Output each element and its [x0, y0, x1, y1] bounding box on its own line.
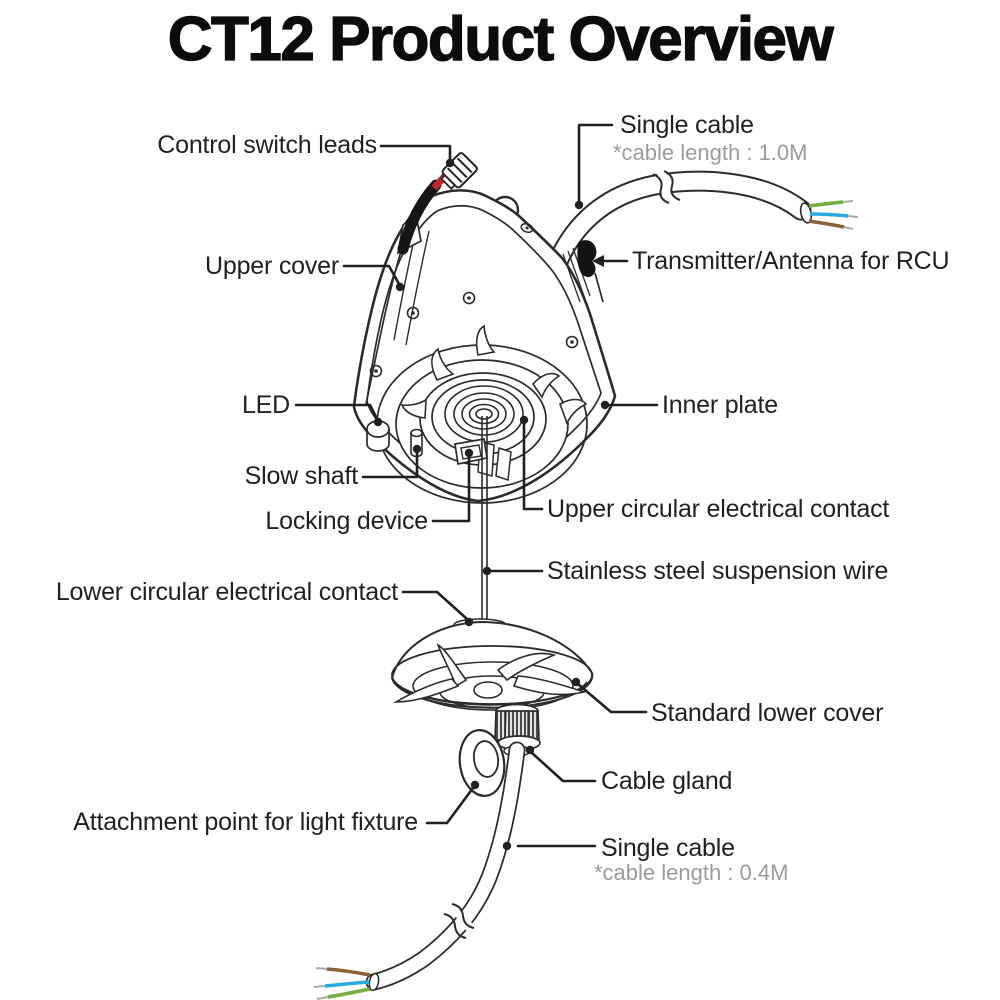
leader-control-switch-leads — [379, 144, 452, 162]
lower-cover-assembly — [313, 618, 594, 1000]
lower-cable — [313, 741, 526, 1000]
leader-locking-device — [431, 455, 471, 523]
label-single-cable-bottom: Single cable — [601, 834, 735, 862]
leader-cable-gland — [530, 751, 597, 783]
leader-upper-cover — [342, 264, 401, 286]
label-slow-shaft: Slow shaft — [244, 462, 359, 490]
label-single-cable-top: Single cable — [620, 111, 754, 139]
label-cable-gland: Cable gland — [601, 767, 733, 795]
suspension-wire-part — [481, 416, 488, 624]
attachment-ring-part — [458, 729, 506, 797]
led-part — [366, 420, 390, 452]
cover-blades — [393, 643, 587, 703]
label-upper-cover: Upper cover — [205, 252, 339, 280]
cable-break-mark — [451, 903, 475, 929]
leader-slow-shaft — [361, 450, 419, 479]
cable-break-mark — [663, 170, 681, 201]
transmitter-arrowhead — [592, 255, 604, 267]
label-suspension-wire: Stainless steel suspension wire — [547, 557, 889, 585]
leader-upper-contact — [522, 422, 544, 511]
cover-hub — [473, 681, 503, 699]
screws — [369, 222, 579, 378]
label-attachment-point: Attachment point for light fixture — [73, 808, 418, 836]
leader-single-cable-top — [577, 123, 614, 203]
label-upper-contact: Upper circular electrical contact — [547, 495, 890, 523]
leader-lower-contact — [401, 590, 469, 621]
stripped-wires-bottom — [313, 967, 371, 1000]
label-inner-plate: Inner plate — [662, 391, 778, 419]
label-lower-contact: Lower circular electrical contact — [55, 578, 398, 606]
antenna-blob — [577, 240, 597, 278]
leader-standard-lower-cover — [576, 682, 648, 714]
label-transmitter: Transmitter/Antenna for RCU — [632, 247, 950, 275]
cable-break-mark — [443, 913, 467, 939]
note-cable-length-top: *cable length : 1.0M — [613, 140, 808, 165]
leader-attachment-point — [425, 786, 475, 825]
label-standard-lower-cover: Standard lower cover — [651, 699, 884, 727]
leader-lines — [294, 123, 659, 848]
note-cable-length-bottom: *cable length : 0.4M — [594, 860, 789, 885]
upper-cable — [545, 169, 859, 277]
page-title: CT12 Product Overview — [167, 4, 834, 74]
cable-break-mark — [652, 173, 670, 204]
leader-led — [294, 403, 379, 421]
label-control-switch-leads: Control switch leads — [157, 131, 377, 159]
connector-plug — [440, 152, 478, 190]
label-led: LED — [241, 391, 290, 419]
label-locking-device: Locking device — [265, 507, 428, 535]
stripped-wires-top — [808, 200, 859, 230]
leader-dots — [373, 158, 610, 851]
